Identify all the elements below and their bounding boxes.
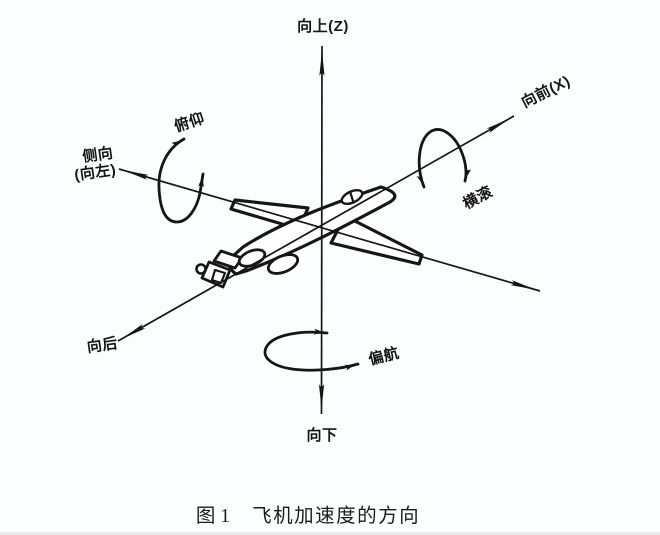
label-lateral-line1: 侧向	[81, 144, 114, 166]
yaw-rotation-arrow	[263, 328, 360, 372]
label-yaw: 偏航	[367, 344, 401, 369]
figure-title: 飞机加速度的方向	[252, 506, 421, 527]
figure-caption: 图 1 飞机加速度的方向	[0, 499, 616, 528]
label-pitch: 俯仰	[172, 109, 207, 136]
roll-rotation-arrow	[416, 128, 472, 189]
acceleration-diagram: 向上(Z) 向前(X) 向后 向下 侧向 (向左) 俯仰 横滚 偏航	[73, 17, 573, 444]
label-up-z: 向上(Z)	[297, 17, 349, 35]
label-roll: 横滚	[460, 182, 496, 213]
axis-lateral-line	[118, 168, 541, 292]
rotation-arrows	[157, 128, 472, 372]
axis-longitudinal-line	[117, 115, 515, 342]
axis-vertical-line	[318, 45, 325, 415]
label-down: 向下	[306, 426, 337, 444]
page-bottom-edge	[0, 532, 660, 535]
pitch-rotation-arrow	[157, 137, 205, 224]
axes	[117, 45, 541, 415]
label-backward: 向后	[86, 334, 119, 356]
label-lateral-line2: (向左)	[73, 160, 117, 184]
label-forward-x: 向前(X)	[518, 72, 573, 112]
figure-number: 图 1	[195, 506, 231, 527]
label-lateral-left: 侧向 (向左)	[73, 144, 117, 184]
